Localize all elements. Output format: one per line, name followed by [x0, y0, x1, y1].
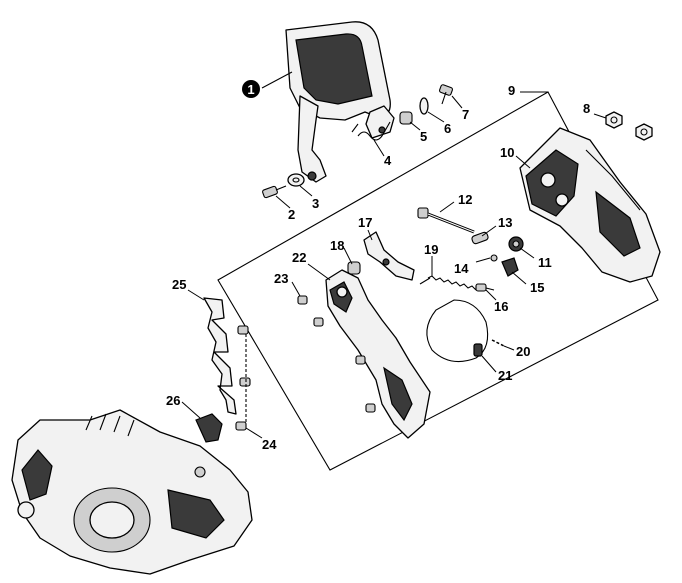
callout-8: 8: [583, 101, 590, 116]
part-washer-6[interactable]: [419, 97, 429, 115]
callout-5: 5: [420, 129, 427, 144]
callout-17: 17: [358, 215, 372, 230]
part-screw-7[interactable]: [439, 84, 453, 105]
callout-23: 23: [274, 271, 288, 286]
part-spring-19[interactable]: [419, 275, 477, 291]
part-bolt-12[interactable]: [417, 207, 475, 234]
part-screws-23[interactable]: [297, 295, 376, 413]
callout-9: 9: [508, 83, 515, 98]
part-bushing-5[interactable]: [399, 111, 413, 125]
part-hand-guard[interactable]: [285, 21, 395, 183]
callout-6: 6: [444, 121, 451, 136]
part-washer-3[interactable]: [287, 173, 305, 187]
callout-1: 1: [247, 82, 254, 97]
callout-19: 19: [424, 242, 438, 257]
callout-12: 12: [458, 192, 472, 207]
callout-11: 11: [538, 255, 552, 270]
part-lever-17[interactable]: [363, 231, 415, 281]
callout-1-badge: [242, 80, 260, 98]
callout-10: 10: [500, 145, 514, 160]
part-sprocket-cover[interactable]: [519, 127, 661, 283]
part-brake-band[interactable]: [426, 299, 489, 363]
callout-14: 14: [454, 261, 469, 276]
part-nuts-8[interactable]: [605, 111, 653, 141]
callout-25: 25: [172, 277, 186, 292]
callout-15: 15: [530, 280, 544, 295]
part-pin-13[interactable]: [471, 231, 489, 245]
callout-26: 26: [166, 393, 180, 408]
callout-24: 24: [262, 437, 277, 452]
callout-13: 13: [498, 215, 512, 230]
leader-lines: [181, 71, 607, 439]
part-washer-14[interactable]: [490, 254, 498, 262]
callout-4: 4: [384, 153, 392, 168]
callout-3: 3: [312, 196, 319, 211]
part-screw-16[interactable]: [475, 283, 495, 292]
callout-7: 7: [462, 107, 469, 122]
part-torsion-spring[interactable]: [351, 121, 391, 141]
part-crankcase: [11, 409, 253, 575]
callout-22: 22: [292, 250, 306, 265]
part-bumper-spike[interactable]: [203, 297, 237, 415]
part-bushing-18[interactable]: [347, 261, 361, 275]
part-pin-20[interactable]: [491, 339, 505, 347]
part-spike-plate[interactable]: [195, 413, 223, 443]
callout-21: 21: [498, 368, 512, 383]
part-adjuster-11[interactable]: [508, 236, 524, 252]
part-brake-housing[interactable]: [325, 269, 431, 439]
callout-20: 20: [516, 344, 530, 359]
callout-2: 2: [288, 207, 295, 222]
part-screws-24[interactable]: [235, 325, 251, 431]
callout-18: 18: [330, 238, 344, 253]
assembly-group-outline: [217, 91, 659, 471]
part-screw-2[interactable]: [262, 185, 287, 199]
part-clip-15[interactable]: [501, 257, 519, 277]
callout-16: 16: [494, 299, 508, 314]
